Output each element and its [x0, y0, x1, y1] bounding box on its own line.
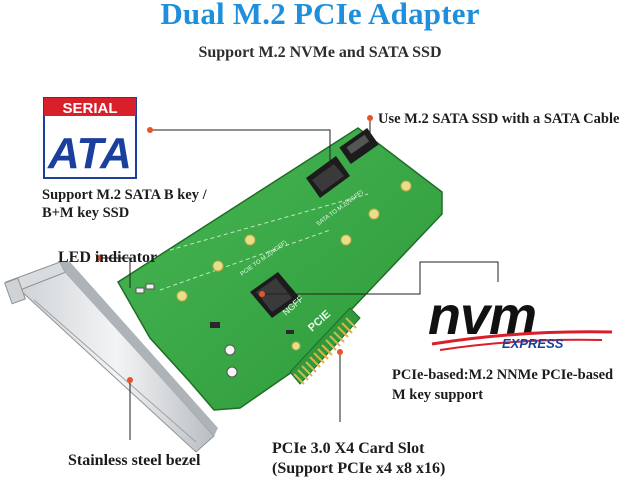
label-nvme-2: M key support	[392, 387, 484, 403]
page-subtitle: Support M.2 NVMe and SATA SSD	[198, 44, 442, 61]
callout-dots	[97, 115, 373, 383]
nvm-express-logo: nvm EXPRESS	[428, 286, 613, 351]
label-sata-key-1: Support M.2 SATA B key /	[42, 187, 207, 203]
serial-ata-logo: SERIAL ATA	[43, 97, 137, 179]
led-indicator	[135, 283, 155, 294]
label-nvme-1: PCIe-based:M.2 NNMe PCIe-based	[392, 367, 614, 383]
nvm-logo-sub: EXPRESS	[502, 336, 564, 351]
label-bezel: Stainless steel bezel	[68, 452, 201, 469]
label-led: LED indicator	[58, 249, 158, 266]
m2-nvme-connector	[250, 272, 300, 318]
m2-sata-connector	[306, 156, 350, 198]
sata-cable-port	[339, 128, 379, 164]
mounting-holes	[176, 180, 412, 351]
sata-logo-main: ATA	[47, 129, 132, 178]
pcie-gold-fingers	[293, 317, 357, 385]
page-title: Dual M.2 PCIe Adapter	[160, 0, 480, 31]
callout-lines	[100, 118, 499, 440]
sata-logo-top: SERIAL	[62, 100, 117, 117]
pcb-board: PCIE NGFF SATA TO M.2(NGFF) PCIE TO M.2(…	[116, 127, 443, 411]
steel-bezel	[4, 261, 218, 453]
label-slot-2: (Support PCIe x4 x8 x16)	[272, 460, 446, 477]
label-sata-cable: Use M.2 SATA SSD with a SATA Cable	[378, 111, 620, 127]
label-slot-1: PCIe 3.0 X4 Card Slot	[272, 440, 425, 457]
label-sata-key-2: B+M key SSD	[42, 205, 130, 221]
